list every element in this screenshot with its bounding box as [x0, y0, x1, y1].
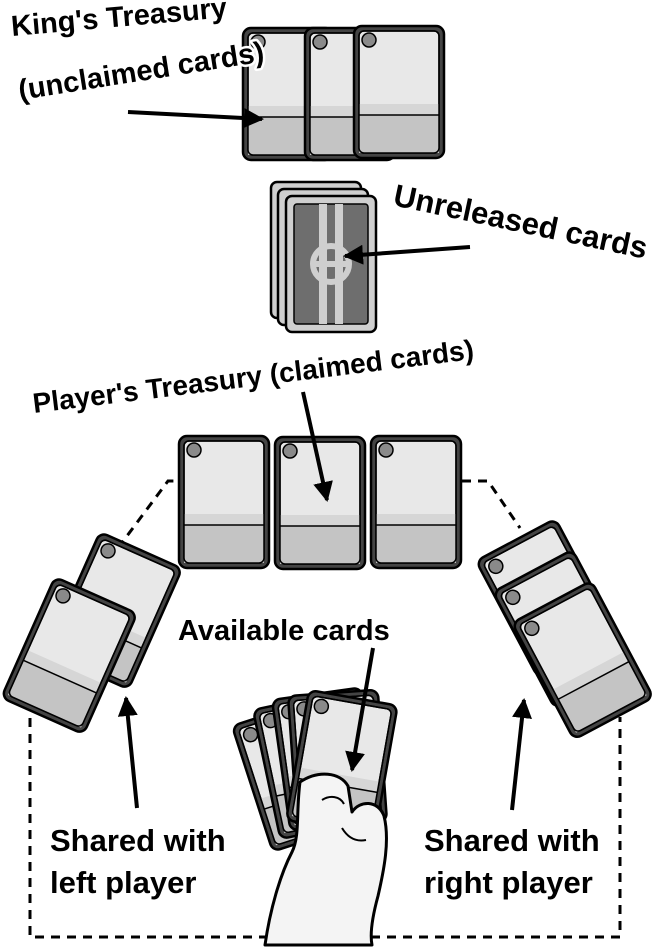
kings-treasury-arrow [127, 108, 264, 129]
treasury-card-3 [352, 24, 446, 160]
claimed-card-3 [369, 434, 463, 570]
claimed-card-1 [177, 434, 271, 570]
kings-treasury-label: King's Treasury (unclaimed cards) [7, 0, 268, 109]
unreleased-arrow [343, 244, 471, 265]
hand-of-cards [230, 686, 399, 947]
unreleased-deck [271, 182, 376, 332]
shared-left-line1: Shared with [50, 823, 226, 858]
right-shared-stack [474, 517, 655, 741]
kings-treasury-cards [241, 24, 446, 162]
shared-right-arrow [510, 698, 532, 811]
kings-treasury-title: King's Treasury [10, 0, 228, 43]
hand-holding-cards-icon [263, 772, 388, 947]
unreleased-label: Unreleased cards [391, 178, 651, 266]
kings-treasury-subtitle: (unclaimed cards) [16, 36, 266, 106]
available-arrow [345, 647, 375, 772]
shared-right-line1: Shared with [424, 823, 600, 858]
players-treasury-arrow [301, 391, 333, 502]
players-treasury-label: Player's Treasury (claimed cards) [31, 334, 475, 419]
shared-left-arrow [117, 696, 139, 809]
shared-left-line2: left player [50, 865, 196, 900]
players-treasury-cards [177, 434, 463, 571]
shared-right-line2: right player [424, 865, 593, 900]
left-shared-stack [0, 530, 184, 736]
available-label: Available cards [178, 615, 390, 647]
claimed-card-2 [273, 435, 367, 571]
